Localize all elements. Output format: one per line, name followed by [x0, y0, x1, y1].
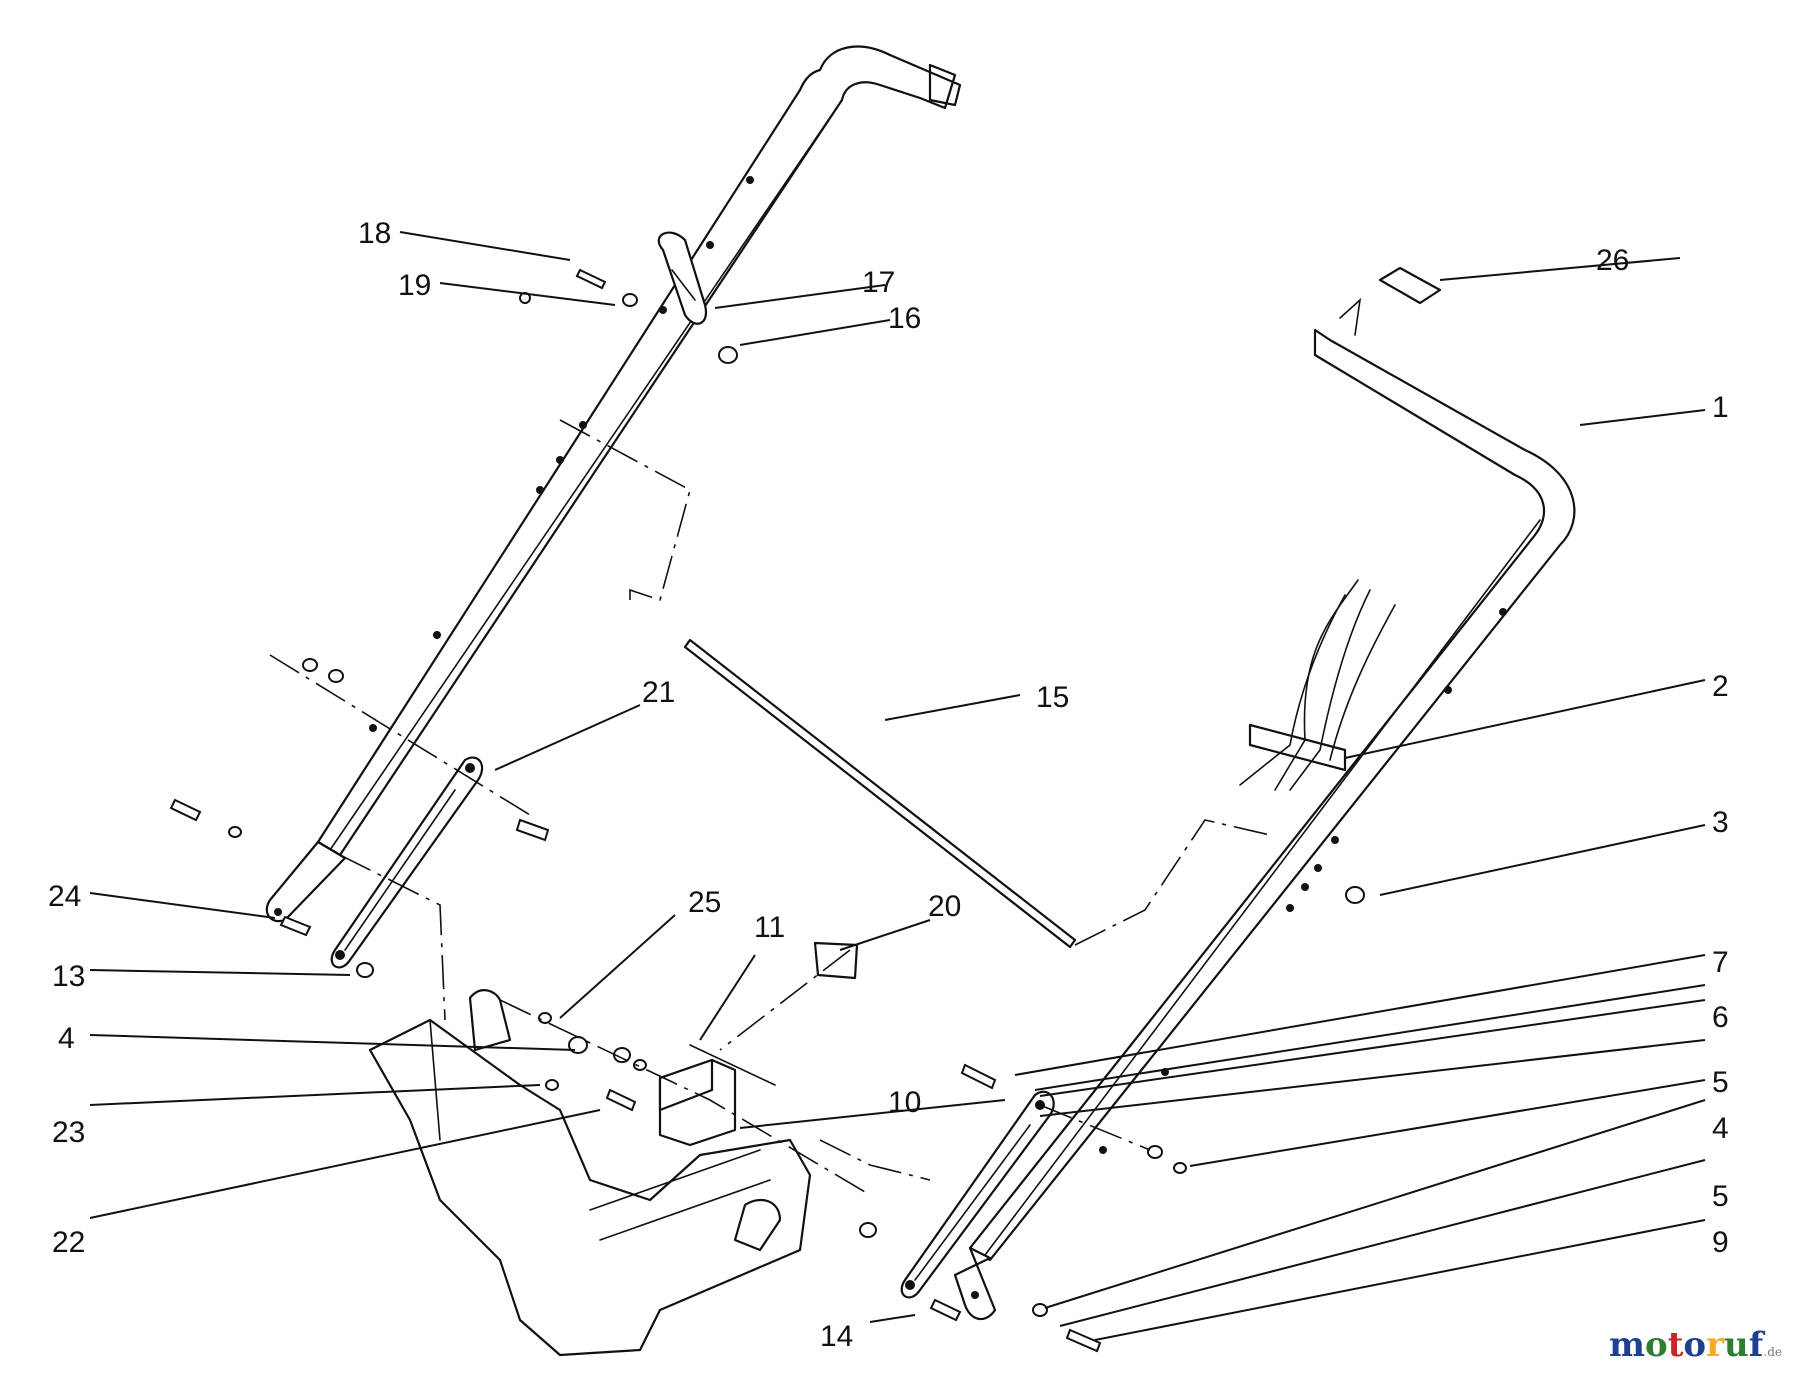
cable-grip	[1239, 579, 1396, 791]
watermark-letter: t	[1667, 1325, 1684, 1365]
part-label-21: 21	[642, 676, 675, 709]
part-label-20: 20	[928, 890, 961, 923]
part-label-17: 17	[862, 266, 895, 299]
part-label-5-lower: 5	[1712, 1180, 1729, 1213]
watermark-letters: motoruf	[1609, 1325, 1763, 1365]
part-label-26: 26	[1596, 244, 1629, 277]
part-label-13: 13	[52, 960, 85, 993]
part-label-24: 24	[48, 880, 81, 913]
part-label-4-right: 4	[1712, 1112, 1729, 1145]
handle-clamp	[657, 231, 708, 325]
alignment-lines	[269, 419, 1271, 1196]
decal-26	[1378, 266, 1442, 305]
part-label-18: 18	[358, 217, 391, 250]
hardware-bolts-nuts	[169, 268, 1365, 1353]
watermark-letter: u	[1724, 1325, 1749, 1365]
part-label-16: 16	[888, 302, 921, 335]
lower-bracket-left	[330, 756, 484, 969]
upper-handle-left-tube	[265, 45, 962, 923]
part-label-9: 9	[1712, 1226, 1729, 1259]
upper-handle-right-tube	[953, 297, 1576, 1321]
watermark-letter: f	[1748, 1325, 1764, 1365]
part-label-22: 22	[52, 1226, 85, 1259]
part-label-15: 15	[1036, 681, 1069, 714]
part-label-10: 10	[888, 1086, 921, 1119]
part-label-11: 11	[754, 911, 785, 944]
part-label-5-upper: 5	[1712, 1066, 1729, 1099]
part-label-2: 2	[1712, 670, 1729, 703]
mower-deck-housing	[368, 989, 812, 1357]
leader-lines	[89, 231, 1706, 1341]
part-label-7: 7	[1712, 946, 1729, 979]
watermark-letter: m	[1609, 1325, 1645, 1365]
watermark-letter: o	[1645, 1325, 1668, 1365]
cross-rod	[683, 638, 1077, 949]
watermark-logo: motoruf.de	[1609, 1325, 1782, 1365]
part-label-14: 14	[820, 1320, 853, 1353]
watermark-letter: r	[1706, 1325, 1725, 1365]
watermark-letter: o	[1683, 1325, 1707, 1365]
part-labels: 1 2 3 4 4 5 5 6 7 9 10 11 13 14 15 16 17…	[48, 217, 1729, 1353]
part-label-23: 23	[52, 1116, 85, 1149]
part-label-4-left: 4	[58, 1022, 75, 1055]
part-label-19: 19	[398, 269, 431, 302]
part-label-25: 25	[688, 886, 721, 919]
part-label-1: 1	[1712, 391, 1729, 424]
watermark-suffix: .de	[1763, 1345, 1782, 1359]
part-label-6: 6	[1712, 1001, 1729, 1034]
part-label-3: 3	[1712, 806, 1729, 839]
